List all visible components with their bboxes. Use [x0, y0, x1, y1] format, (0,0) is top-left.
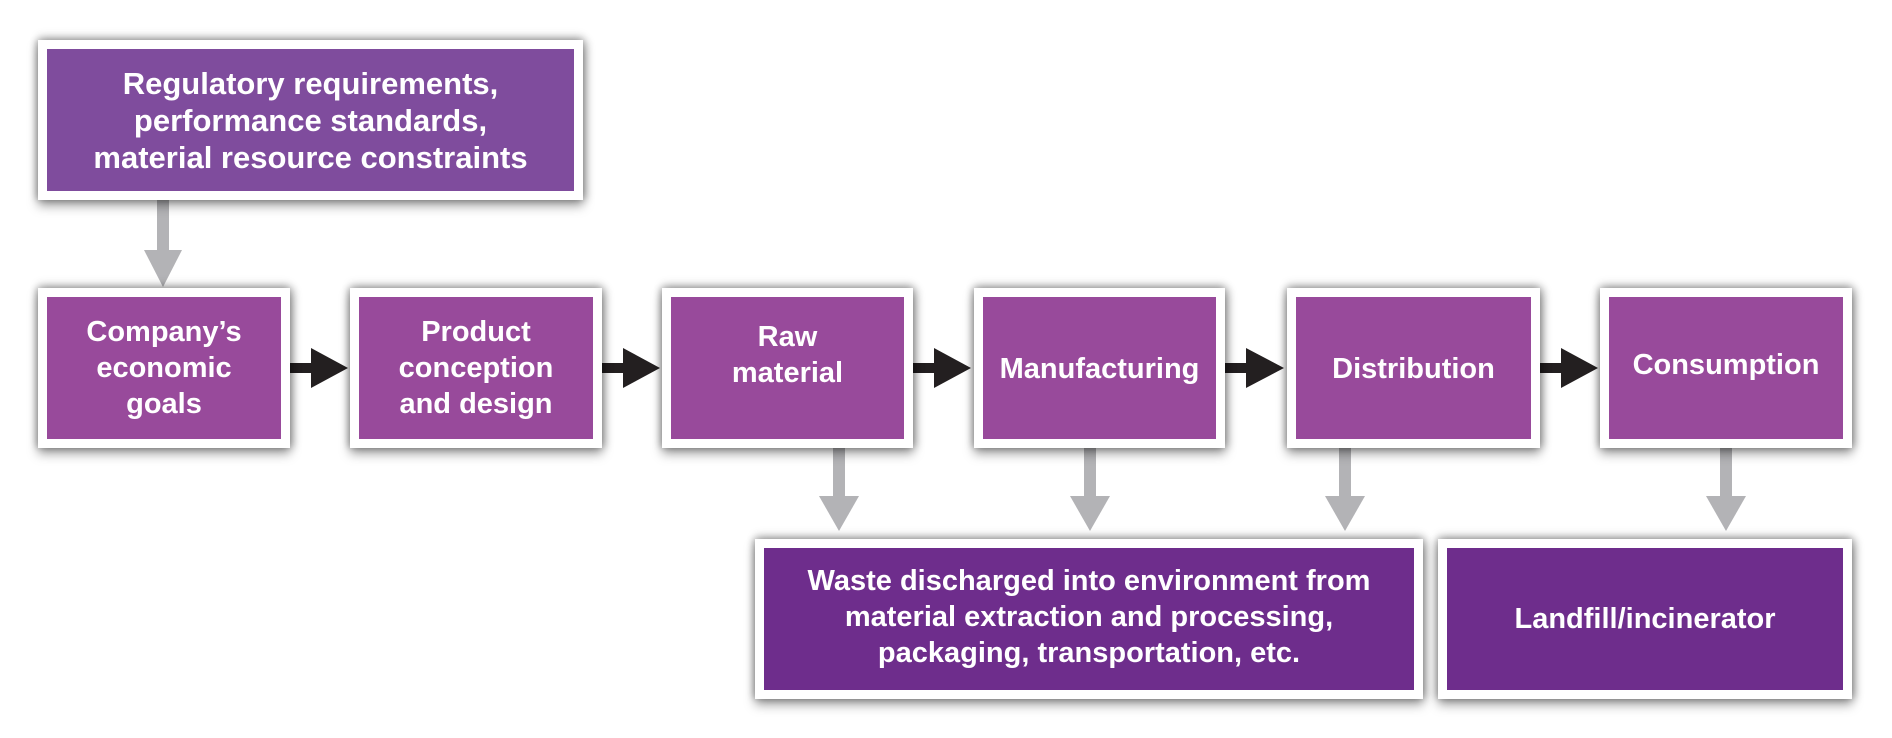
step-manufacturing: Manufacturing	[974, 288, 1225, 448]
arrow-distribution-to-consumption	[1540, 348, 1598, 388]
text-line: Landfill/incinerator	[1514, 603, 1776, 635]
text-line: Raw	[757, 321, 818, 353]
text-line: economic	[96, 352, 232, 384]
arrow-distribution-to-waste	[1325, 448, 1365, 531]
output-landfill: Landfill/incinerator	[1438, 539, 1852, 699]
text-line: Regulatory requirements,	[122, 65, 499, 101]
text-line: conception	[398, 352, 554, 384]
text-line: packaging, transportation, etc.	[877, 637, 1301, 669]
text-line: and design	[399, 388, 553, 420]
text-line: goals	[126, 388, 202, 420]
text-line: material	[731, 357, 844, 389]
step-product-design: Product conception and design	[350, 288, 602, 448]
step-raw-material: Raw material	[662, 288, 913, 448]
constraints-box: Regulatory requirements, performance sta…	[38, 40, 583, 200]
arrow-economic-goals-to-product-design	[290, 348, 348, 388]
text-line: Manufacturing	[999, 353, 1200, 385]
text-line: performance standards,	[133, 102, 488, 138]
arrow-manufacturing-to-distribution	[1225, 348, 1284, 388]
arrow-product-design-to-raw-material	[602, 348, 660, 388]
output-waste: Waste discharged into environment from m…	[755, 539, 1423, 699]
text-line: Product	[421, 316, 531, 348]
text-line: Distribution	[1332, 353, 1495, 385]
arrow-consumption-to-landfill	[1706, 448, 1746, 531]
step-distribution: Distribution	[1287, 288, 1540, 448]
arrow-manufacturing-to-waste	[1070, 448, 1110, 531]
text-line: Consumption	[1632, 349, 1820, 381]
text-line: material extraction and processing,	[844, 601, 1334, 633]
step-consumption: Consumption	[1600, 288, 1852, 448]
constraints-box-label: Regulatory requirements, performance sta…	[47, 49, 574, 191]
text-line: Waste discharged into environment from	[807, 565, 1371, 597]
text-line: Company’s	[86, 316, 242, 348]
arrow-raw-material-to-waste	[819, 448, 859, 531]
text-line: material resource constraints	[93, 139, 528, 175]
step-economic-goals: Company’s economic goals	[38, 288, 290, 448]
arrow-raw-material-to-manufacturing	[913, 348, 971, 388]
arrow-constraints-to-economic-goals	[144, 200, 182, 287]
